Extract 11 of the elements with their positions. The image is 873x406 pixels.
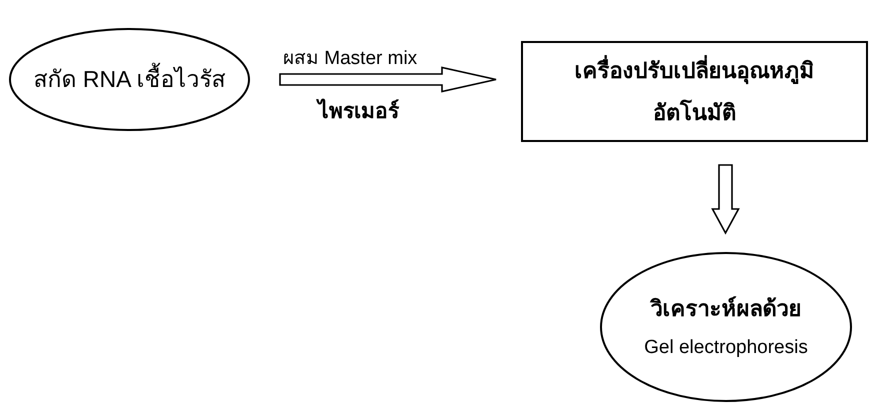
node-label: เครื่องปรับเปลี่ยนอุณหภูมิอัตโนมัติ (564, 50, 824, 134)
block-arrow (279, 66, 497, 92)
node-label: Gel electrophoresis (644, 336, 808, 360)
node-label: วิเคราะห์ผลด้วย (650, 295, 802, 324)
process-box (521, 41, 868, 142)
block-arrow (711, 164, 740, 235)
result-ellipse (600, 252, 852, 402)
step-note: ไพรเมอร์ (318, 98, 399, 125)
edge-label: ผสม Master mix (283, 46, 418, 70)
process-ellipse (9, 28, 250, 131)
node-label: สกัด RNA เชื้อไวรัส (33, 58, 226, 102)
